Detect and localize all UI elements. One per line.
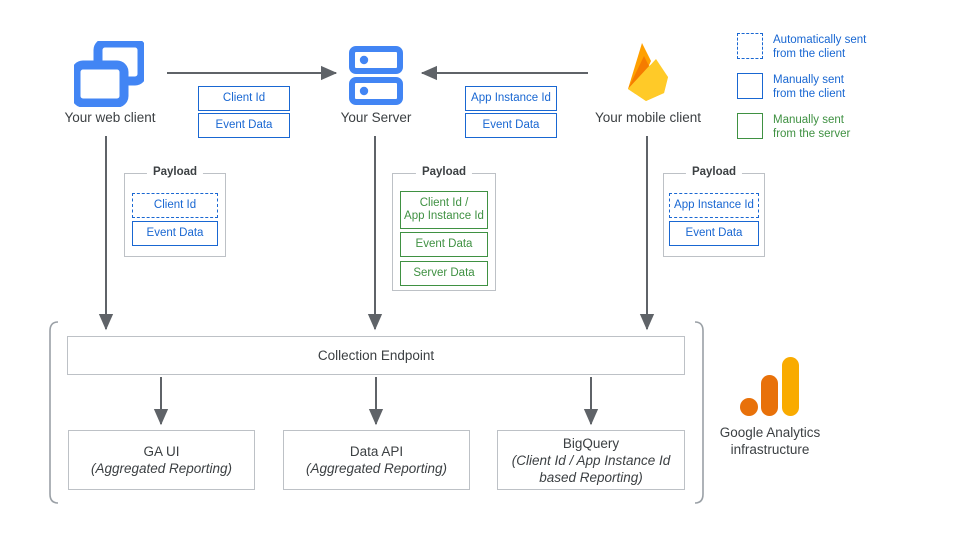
infrastructure-caption-line2: infrastructure [730, 442, 810, 457]
transit-chip-app-instance-id: App Instance Id [465, 86, 557, 111]
transit-chip-event-data-web: Event Data [198, 113, 290, 138]
payload-item-server-event-data: Event Data [400, 232, 488, 257]
payload-title-server: Payload [415, 166, 473, 178]
google-analytics-bars-icon [740, 357, 799, 416]
legend-label-auto-from-client-line1: Automatically sent [773, 34, 867, 46]
infrastructure-caption-line1: Google Analytics [719, 425, 821, 440]
collection-endpoint-box: Collection Endpoint [67, 336, 685, 375]
output-ga-ui-name: GA UI [143, 444, 180, 459]
output-bigquery-name: BigQuery [562, 435, 620, 451]
payload-item-mobile-app-instance-id: App Instance Id [669, 193, 759, 218]
legend-label-manual-from-client-line2: from the client [773, 88, 846, 100]
payload-item-mobile-event-data: Event Data [669, 221, 759, 246]
infrastructure-bracket-right [694, 321, 704, 504]
legend-label-manual-from-server-line2: from the server [773, 128, 851, 140]
legend-label-auto-from-client-line2: from the client [773, 48, 846, 60]
legend-swatch-dashed-blue [737, 33, 763, 59]
legend-label-manual-from-server-line1: Manually sent [773, 114, 844, 126]
collection-endpoint-label: Collection Endpoint [317, 348, 435, 363]
legend-label-manual-from-server: Manually sent from the server [773, 113, 850, 141]
server-racks-icon [349, 46, 403, 105]
infrastructure-caption: Google Analytics infrastructure [690, 424, 850, 458]
firebase-flame-icon [628, 43, 668, 101]
output-data-api-name: Data API [349, 444, 404, 459]
output-bigquery-detail-line1: (Client Id / App Instance Id [511, 452, 671, 468]
output-box-bigquery: BigQuery (Client Id / App Instance Id ba… [497, 430, 685, 490]
payload-title-mobile: Payload [685, 166, 743, 178]
payload-title-web: Payload [146, 166, 204, 178]
payload-item-server-identifier-line1: Client Id / [419, 197, 469, 209]
payload-item-server-server-data: Server Data [400, 261, 488, 286]
transit-chip-client-id: Client Id [198, 86, 290, 111]
legend-label-manual-from-client: Manually sent from the client [773, 73, 845, 101]
legend-label-manual-from-client-line1: Manually sent [773, 74, 844, 86]
payload-item-server-identifier-line2: App Instance Id [404, 210, 484, 222]
legend-swatch-solid-blue [737, 73, 763, 99]
payload-item-server-identifier: Client Id / App Instance Id [400, 191, 488, 229]
output-data-api-detail: (Aggregated Reporting) [305, 461, 448, 476]
legend-swatch-solid-green [737, 113, 763, 139]
node-label-web-client: Your web client [64, 110, 156, 125]
infrastructure-bracket-left [49, 321, 59, 504]
legend-label-auto-from-client: Automatically sent from the client [773, 33, 866, 61]
node-label-server: Your Server [340, 110, 412, 125]
output-box-data-api: Data API (Aggregated Reporting) [283, 430, 470, 490]
payload-item-web-event-data: Event Data [132, 221, 218, 246]
browser-windows-icon [74, 41, 144, 107]
output-ga-ui-detail: (Aggregated Reporting) [90, 461, 233, 476]
output-bigquery-detail-line2: based Reporting) [539, 469, 643, 485]
node-label-mobile-client: Your mobile client [594, 110, 702, 125]
output-box-ga-ui: GA UI (Aggregated Reporting) [68, 430, 255, 490]
transit-chip-event-data-mobile: Event Data [465, 113, 557, 138]
payload-item-web-client-id: Client Id [132, 193, 218, 218]
